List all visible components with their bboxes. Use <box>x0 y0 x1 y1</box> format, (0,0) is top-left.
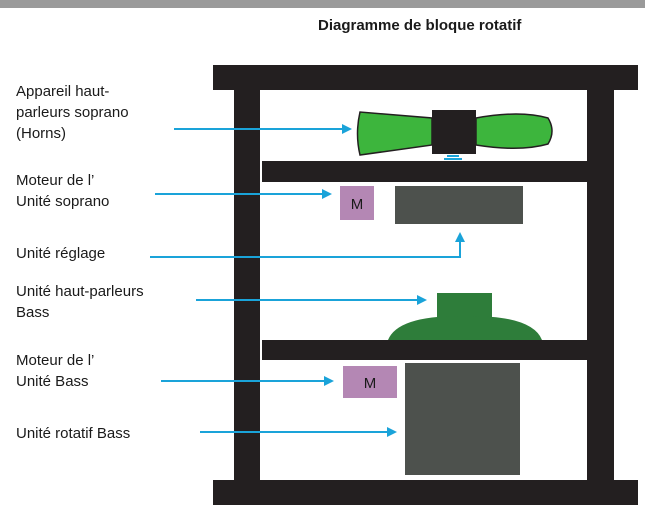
cabinet-bottom-beam <box>213 480 638 505</box>
horn-driver <box>432 110 476 154</box>
label-bass-motor: Moteur de l’ Unité Bass <box>16 350 94 392</box>
bass-rotor-unit <box>405 363 520 475</box>
label-bass-rotor: Unité rotatif Bass <box>16 423 130 444</box>
label-soprano-motor: Moteur de l’ Unité soprano <box>16 170 109 212</box>
upper-shelf <box>262 161 588 182</box>
right-horn <box>475 113 553 150</box>
label-adjust-unit: Unité réglage <box>16 243 105 264</box>
label-horns-line-3: (Horns) <box>16 125 67 142</box>
soprano-motor-label: M <box>351 196 364 213</box>
diagram-title: Diagramme de bloque rotatif <box>318 17 522 34</box>
label-bass-motor-line-1: Moteur de l’ <box>16 352 95 369</box>
label-horns: Appareil haut- parleurs soprano (Horns) <box>16 81 129 144</box>
top-rule <box>0 0 645 8</box>
label-bass-speaker-line-1: Unité haut-parleurs <box>16 283 144 300</box>
label-horns-line-2: parleurs soprano <box>16 104 129 121</box>
label-bass-rotor-line-1: Unité rotatif Bass <box>16 425 131 442</box>
cabinet-top-beam <box>213 65 638 90</box>
label-bass-speaker-line-2: Bass <box>16 304 50 321</box>
horn-assembly <box>356 110 553 160</box>
bass-motor-label: M <box>364 375 377 392</box>
bass-motor <box>343 366 397 398</box>
cabinet-frame <box>213 65 638 505</box>
soprano-rotor-unit <box>395 186 523 224</box>
label-bass-motor-line-2: Unité Bass <box>16 373 89 390</box>
soprano-motor <box>340 186 374 220</box>
horn-stand <box>447 155 459 157</box>
callout-arrows <box>150 124 465 437</box>
bass-speaker <box>388 293 542 340</box>
cabinet-right-post <box>587 88 614 483</box>
horn-stand-base <box>444 158 462 160</box>
arrow-adjust-unit <box>150 232 465 258</box>
label-bass-speaker: Unité haut-parleurs Bass <box>16 281 144 323</box>
left-horn <box>356 111 433 156</box>
label-horns-line-1: Appareil haut- <box>16 83 110 100</box>
bass-speaker-magnet <box>437 293 492 317</box>
label-adjust-unit-line-1: Unité réglage <box>16 245 106 262</box>
label-soprano-motor-line-2: Unité soprano <box>16 193 110 210</box>
bass-speaker-cone <box>388 315 542 340</box>
cabinet-left-post <box>234 88 260 483</box>
lower-shelf <box>262 340 588 360</box>
label-soprano-motor-line-1: Moteur de l’ <box>16 172 95 189</box>
